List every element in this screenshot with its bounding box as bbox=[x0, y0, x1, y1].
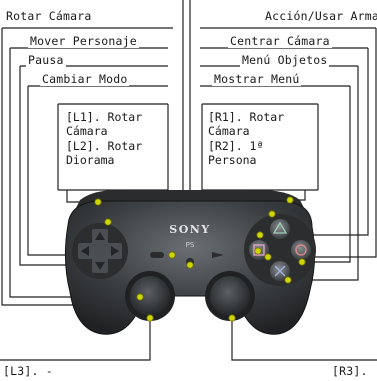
triangle-button bbox=[270, 219, 290, 239]
label-rotate-camera: Rotar Cámara bbox=[4, 9, 94, 23]
label-r-shoulder-block: [R1]. Rotar Cámara [R2]. 1ª Persona bbox=[208, 110, 285, 168]
right-stick bbox=[210, 276, 250, 316]
dpad bbox=[72, 223, 128, 279]
cable-lines bbox=[182, 0, 191, 215]
label-objects-menu: Menú Objetos bbox=[240, 53, 330, 67]
circle-button bbox=[291, 240, 311, 260]
brand-logo: SONY bbox=[169, 223, 210, 236]
label-l-shoulder-block: [L1]. Rotar Cámara [L2]. Rotar Diorama bbox=[66, 110, 143, 168]
select-button bbox=[150, 252, 164, 258]
label-action-use-weapon: Acción/Usar Arma bbox=[263, 9, 377, 23]
label-pause: Pausa bbox=[26, 53, 66, 67]
label-show-menu: Mostrar Menú bbox=[212, 72, 302, 86]
left-stick bbox=[130, 276, 170, 316]
label-change-mode: Cambiar Modo bbox=[40, 72, 130, 86]
label-move-character: Mover Personaje bbox=[28, 34, 139, 48]
label-l3: [L3]. - bbox=[1, 364, 55, 378]
playstation-logo: PS bbox=[186, 241, 195, 249]
label-r3: [R3]. bbox=[330, 364, 370, 378]
label-center-camera: Centrar Cámara bbox=[228, 34, 332, 48]
start-button bbox=[212, 252, 224, 258]
callout-dots bbox=[94, 196, 306, 322]
